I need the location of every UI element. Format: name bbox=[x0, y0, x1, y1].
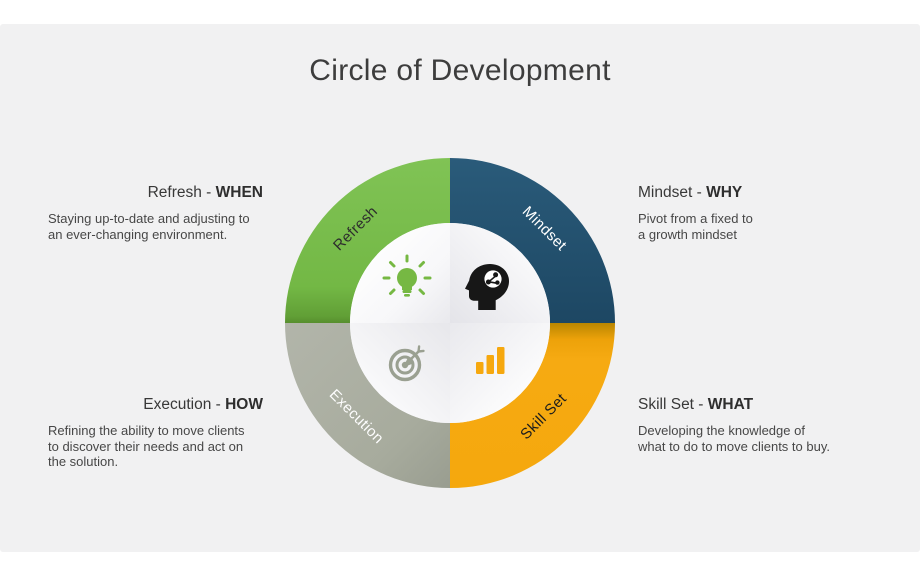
mindset-text-block: Mindset - WHY Pivot from a fixed to a gr… bbox=[638, 184, 883, 242]
lightbulb-icon bbox=[382, 254, 432, 295]
bar-chart-icon bbox=[476, 347, 505, 374]
target-icon bbox=[388, 345, 425, 382]
execution-description: Refining the ability to move clients to … bbox=[48, 423, 245, 469]
head-idea-icon bbox=[465, 264, 509, 310]
page-title: Circle of Development bbox=[309, 54, 611, 87]
execution-heading: Execution - HOW bbox=[143, 396, 263, 413]
skillset-text-block: Skill Set - WHAT Developing the knowledg… bbox=[638, 396, 883, 454]
skillset-ring-segment bbox=[450, 323, 615, 488]
skillset-heading: Skill Set - WHAT bbox=[638, 396, 754, 413]
mindset-ring-segment bbox=[450, 158, 615, 323]
lightbulb-icon-body bbox=[397, 268, 417, 297]
refresh-text-block: Refresh - WHEN Staying up-to-date and ad… bbox=[48, 184, 263, 242]
mindset-heading: Mindset - WHY bbox=[638, 184, 743, 201]
execution-text-block: Execution - HOW Refining the ability to … bbox=[48, 396, 263, 470]
refresh-description: Staying up-to-date and adjusting to an e… bbox=[48, 211, 250, 242]
skillset-description: Developing the knowledge of what to do t… bbox=[638, 423, 830, 454]
mindset-description: Pivot from a fixed to a growth mindset bbox=[638, 211, 753, 242]
refresh-ring-segment bbox=[285, 158, 450, 323]
execution-ring-segment bbox=[285, 323, 450, 488]
refresh-heading: Refresh - WHEN bbox=[147, 184, 263, 201]
circle-of-development-wheel: Refresh Mindset Execution Skill Set bbox=[285, 158, 615, 488]
